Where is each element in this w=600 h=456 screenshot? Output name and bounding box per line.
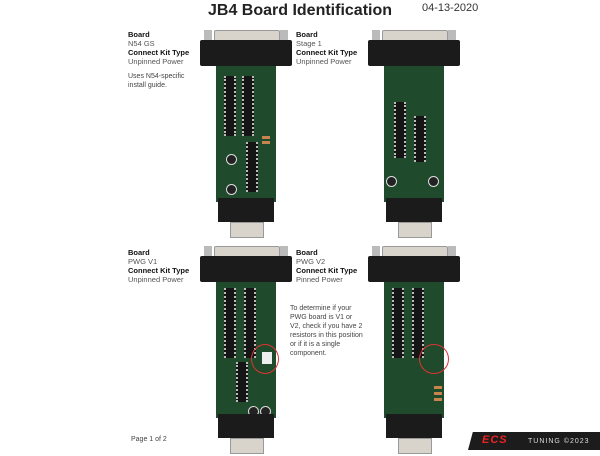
logo-sub: TUNING ©2023 (528, 438, 590, 445)
logo-tuning: TUNING (528, 438, 561, 445)
board-photo-stage1 (368, 30, 460, 240)
highlight-circle-v2 (419, 344, 449, 374)
board-info-3: Board PWG V1 Connect Kit Type Unpinned P… (128, 248, 189, 284)
value: Unpinned Power (128, 275, 184, 284)
highlight-circle-v1 (251, 344, 279, 374)
label: Connect Kit Type (128, 48, 190, 57)
label: Board (128, 30, 150, 39)
label: Connect Kit Type (296, 266, 358, 275)
label: Connect Kit Type (296, 48, 358, 57)
label: Board (296, 30, 318, 39)
value: Unpinned Power (296, 57, 352, 66)
n54-note: Uses N54-specific install guide. (128, 73, 185, 89)
board-photo-pwg-v1 (200, 246, 292, 456)
page-title: JB4 Board Identification (207, 2, 393, 19)
page-number: Page 1 of 2 (131, 436, 167, 443)
label: Board (128, 248, 150, 257)
value: Unpinned Power (128, 57, 184, 66)
board-info-4: Board PWG V2 Connect Kit Type Pinned Pow… (296, 248, 357, 284)
pwg-note: To determine if your PWG board is V1 or … (290, 305, 363, 357)
logo-copyright: ©2023 (563, 438, 590, 445)
board-photo-pwg-v2 (368, 246, 460, 456)
value: N54 GS (128, 39, 155, 48)
value: Stage 1 (296, 39, 322, 48)
value: PWG V2 (296, 257, 326, 266)
board-info-1: Board N54 GS Connect Kit Type Unpinned P… (128, 30, 189, 66)
value: PWG V1 (128, 257, 158, 266)
date: 04-13-2020 (422, 2, 479, 14)
board-photo-n54 (200, 30, 292, 240)
value: Pinned Power (296, 275, 343, 284)
logo-brand: ECS (482, 434, 508, 446)
label: Board (296, 248, 318, 257)
label: Connect Kit Type (128, 266, 190, 275)
board-info-2: Board Stage 1 Connect Kit Type Unpinned … (296, 30, 357, 66)
